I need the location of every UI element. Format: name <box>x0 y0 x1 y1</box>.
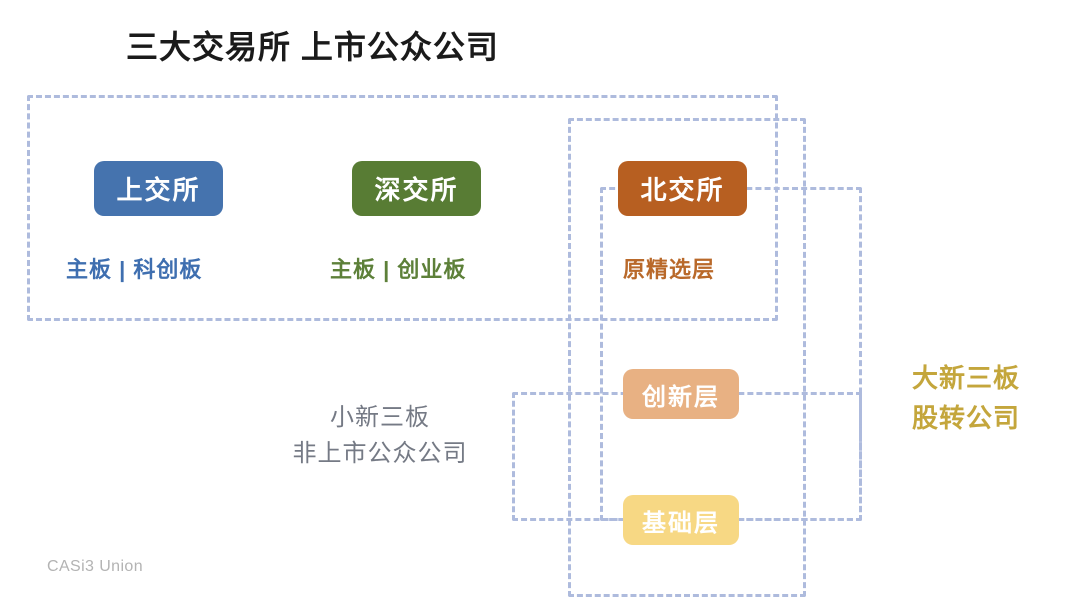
neeq-small-caption-line1: 小新三板 <box>330 404 430 431</box>
board-label-sse: 主板 | 科创板 <box>66 257 203 282</box>
exchange-pill-sse[interactable]: 上交所 <box>94 161 223 216</box>
listed-public-companies-frame <box>27 95 778 321</box>
neeq-full-frame <box>568 118 806 597</box>
watermark: CASi3 Union <box>47 558 144 575</box>
exchange-pill-bse[interactable]: 北交所 <box>618 161 747 216</box>
neeq-tier-pill-base[interactable]: 基础层 <box>623 495 739 545</box>
neeq-small-caption: 小新三板 非上市公众公司 <box>245 400 515 472</box>
neeq-small-caption-line2: 非上市公众公司 <box>292 440 468 467</box>
exchange-pill-szse[interactable]: 深交所 <box>352 161 481 216</box>
neeq-tier-pill-innovation[interactable]: 创新层 <box>623 369 739 419</box>
gzgs-caption: 大新三板 股转公司 <box>912 358 1062 438</box>
gzgs-caption-line1: 大新三板 <box>912 363 1021 393</box>
board-label-szse: 主板 | 创业板 <box>330 257 467 282</box>
page-title: 三大交易所 上市公众公司 <box>126 29 499 65</box>
board-label-bse: 原精选层 <box>623 257 716 282</box>
gzgs-caption-line2: 股转公司 <box>912 403 1021 433</box>
